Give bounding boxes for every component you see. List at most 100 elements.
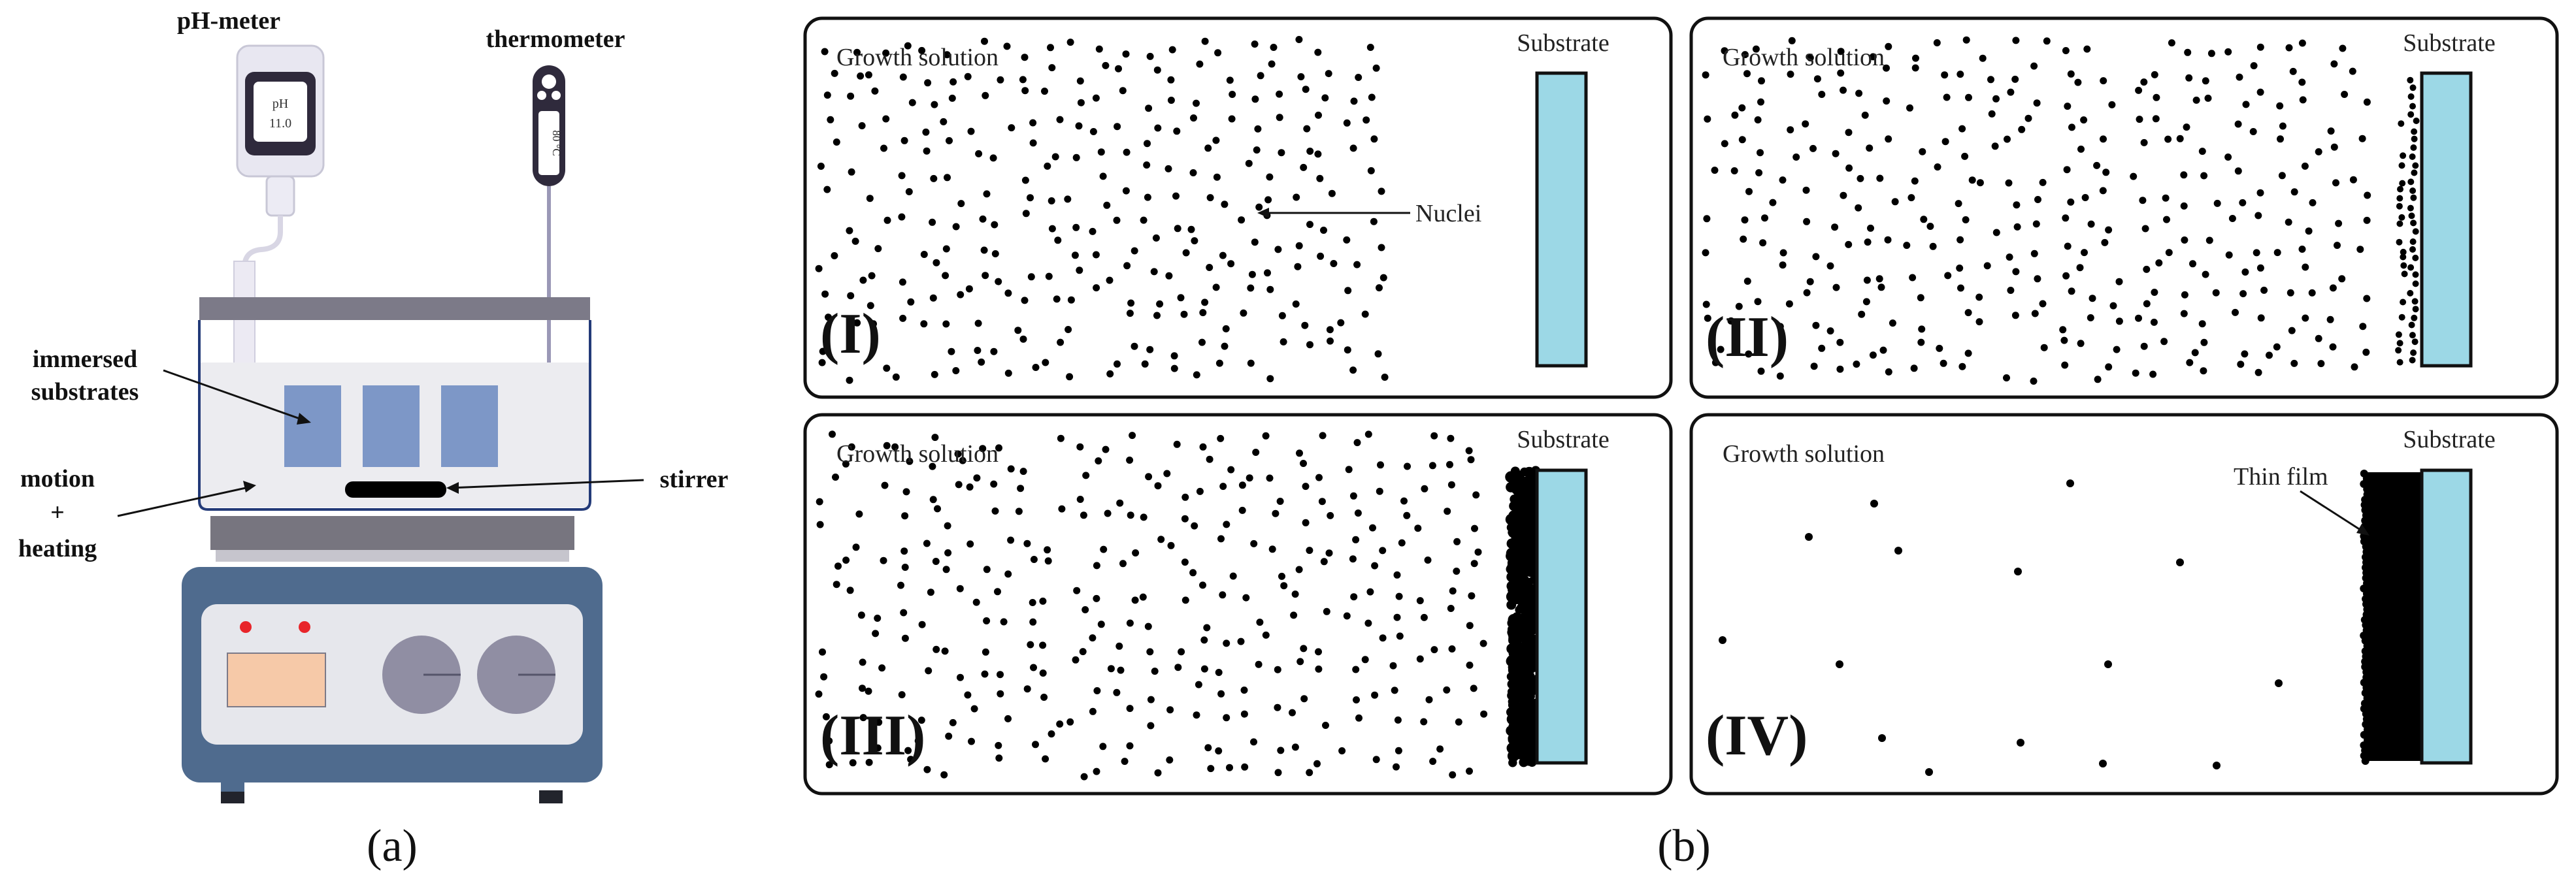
nucleus (2234, 167, 2242, 175)
nucleus (1862, 298, 1870, 306)
nucleus (1863, 276, 1871, 284)
nucleus (1027, 194, 1034, 202)
nucleus (1227, 260, 1235, 268)
nucleus (2334, 242, 2341, 250)
deposited-particle (1527, 562, 1538, 573)
hotplate-display (227, 653, 326, 707)
nucleus (1891, 198, 1899, 206)
nucleus (846, 587, 854, 594)
nucleus (2100, 135, 2107, 143)
nucleus (1430, 432, 1438, 440)
nucleus (1711, 359, 1719, 366)
nucleus (1132, 549, 1140, 556)
nucleus (990, 480, 998, 488)
nucleus (1291, 743, 1299, 751)
nucleus (2040, 344, 2048, 351)
nucleus (942, 566, 950, 573)
nucleus (989, 154, 997, 162)
nucleus (1313, 760, 1321, 767)
nucleus (2285, 218, 2292, 226)
nucleus (1303, 125, 1311, 133)
substrate-label-3: Substrate (1517, 426, 1609, 453)
nucleus (1029, 119, 1037, 127)
nucleus (2250, 62, 2258, 70)
nucleus (1057, 338, 1065, 346)
nucleus (1370, 135, 1378, 143)
nucleus (997, 76, 1004, 84)
nucleus (1377, 461, 1384, 469)
stirrer-arrowhead (446, 482, 459, 494)
nucleus (1876, 174, 1884, 182)
nucleus (1327, 511, 1334, 519)
nucleus (2362, 348, 2370, 356)
nucleus (1213, 173, 1221, 181)
nucleus (1467, 456, 1475, 464)
nucleus (1306, 547, 1313, 555)
nucleus (1104, 509, 1112, 517)
nucleus (1738, 104, 1746, 112)
nucleus (1480, 710, 1488, 718)
nucleus (1805, 533, 1813, 541)
nucleus (1779, 261, 1787, 269)
nucleus (972, 598, 980, 606)
nucleus (2256, 189, 2264, 197)
nucleus (1956, 265, 1964, 272)
nucleus (1147, 696, 1155, 703)
deposited-particle (1527, 593, 1536, 602)
nucleus (2060, 336, 2068, 344)
deposited-particle (1527, 498, 1536, 506)
nucleus (1379, 274, 1387, 282)
nucleus (2105, 226, 2113, 234)
nucleus (1168, 46, 1176, 54)
nucleus (1166, 756, 1174, 764)
nucleus (1217, 690, 1225, 698)
nucleus (1855, 89, 1863, 97)
nucleus (974, 319, 982, 327)
nucleus (1344, 346, 1351, 354)
nucleus (1255, 203, 1263, 211)
nucleus (2143, 300, 2151, 308)
nucleus (2277, 135, 2284, 143)
nucleus (1757, 367, 1765, 375)
nucleus (2039, 178, 2047, 186)
nucleus (931, 370, 938, 378)
nucleus (1215, 747, 1223, 755)
nucleus (2108, 101, 2116, 108)
nucleus (2298, 39, 2306, 47)
nucleus (1190, 114, 1197, 122)
nucleus (2349, 176, 2357, 184)
nucleus (1869, 351, 1877, 359)
nucleus (1933, 39, 1941, 46)
nucleus (1711, 167, 1719, 174)
nucleus (2239, 199, 2247, 206)
nucleus (1919, 148, 1926, 155)
nucleus (2329, 343, 2337, 351)
nucleus (2327, 127, 2335, 135)
nucleus (1089, 707, 1097, 715)
nucleus (1295, 36, 1303, 43)
nucleus (1021, 297, 1029, 304)
nucleus (1126, 457, 1134, 464)
nucleus (1911, 177, 1919, 185)
nucleus (1204, 144, 1212, 152)
nucleus (954, 450, 962, 458)
nucleus (1032, 364, 1040, 371)
nucleus (1721, 47, 1728, 55)
nucleus (1455, 718, 1462, 726)
nucleus (823, 91, 831, 99)
nucleus (1191, 237, 1198, 245)
nucleus (945, 732, 953, 740)
nucleus (1072, 223, 1080, 231)
nucleus (1251, 238, 1259, 246)
nucleus (1319, 432, 1327, 440)
substrate-stage-4 (2420, 468, 2473, 765)
nucleus (2200, 338, 2208, 346)
nucleus (2398, 214, 2405, 221)
nucleus (1200, 665, 1208, 673)
nucleus (991, 507, 999, 515)
nucleus (1248, 270, 1256, 278)
nucleus (906, 457, 914, 465)
nucleus (1027, 273, 1035, 281)
deposited-particle (1507, 562, 1516, 571)
